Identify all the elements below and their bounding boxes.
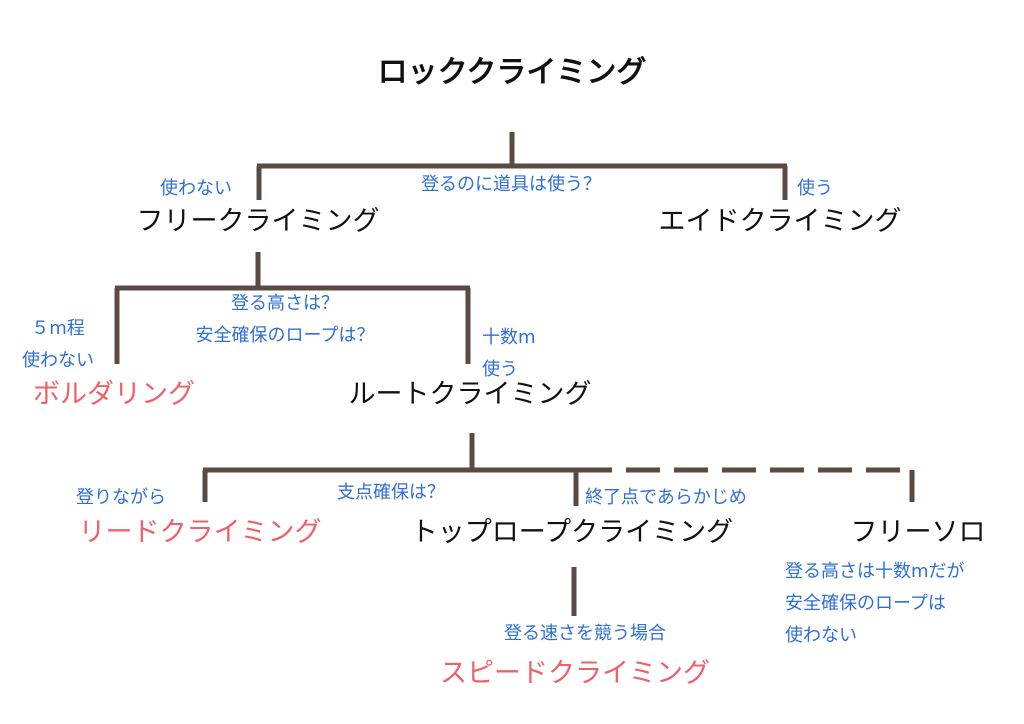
lead-condition-label: 登りながら xyxy=(76,487,166,508)
height-question-line-2: 安全確保のロープは？ xyxy=(195,325,375,346)
aid-condition-label: 使う xyxy=(797,178,833,199)
route-climbing-node: ルートクライミング xyxy=(348,379,592,410)
freesolo-condition-line-2: 安全確保のロープは xyxy=(785,593,946,614)
freesolo-condition-label: 登る高さは十数mだが 安全確保のロープは 使わない xyxy=(785,556,965,652)
free-condition-label: 使わない xyxy=(160,178,232,199)
toprope-climbing-node: トップロープクライミング xyxy=(410,517,734,548)
bouldering-node: ボルダリング xyxy=(33,379,195,410)
height-question-label: 登る高さは？ 安全確保のロープは？ xyxy=(160,288,410,352)
route-condition-line-2: 使う xyxy=(482,359,518,380)
anchor-question-label: 支点確保は？ xyxy=(337,482,445,503)
diagram-title: ロッククライミング xyxy=(377,55,647,90)
free-solo-node: フリーソロ xyxy=(850,517,986,548)
speed-condition-label: 登る速さを競う場合 xyxy=(504,623,666,644)
freesolo-condition-line-3: 使わない xyxy=(785,625,857,646)
free-climbing-node: フリークライミング xyxy=(136,206,380,237)
tools-question-label: 登るのに道具は使う？ xyxy=(421,174,601,195)
aid-climbing-node: エイドクライミング xyxy=(658,206,902,237)
lead-climbing-node: リードクライミング xyxy=(78,517,322,548)
bouldering-condition-label: ５m程 使わない xyxy=(4,313,112,377)
bouldering-condition-line-2: 使わない xyxy=(22,350,94,371)
height-question-line-1: 登る高さは？ xyxy=(231,293,339,314)
speed-climbing-node: スピードクライミング xyxy=(440,658,710,689)
route-condition-label: 十数m 使う xyxy=(482,322,536,386)
bouldering-condition-line-1: ５m程 xyxy=(31,318,85,339)
freesolo-condition-line-1: 登る高さは十数mだが xyxy=(785,561,965,582)
toprope-condition-label: 終了点であらかじめ xyxy=(585,487,747,508)
route-condition-line-1: 十数m xyxy=(482,327,536,348)
